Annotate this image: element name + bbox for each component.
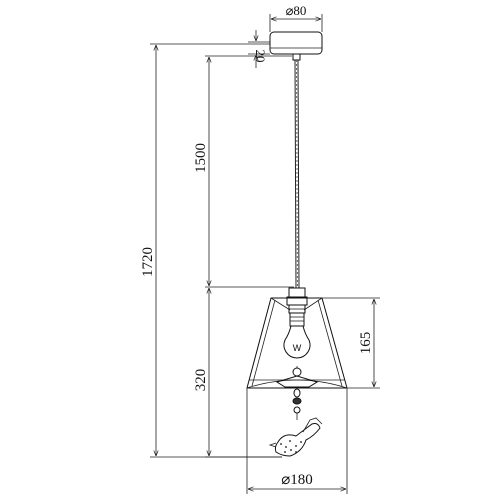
suspension-cord (294, 59, 300, 289)
shade-diameter-label: ⌀180 (281, 472, 313, 488)
lamp-shade (246, 297, 348, 389)
shade-height-dimension: 165 (322, 297, 380, 389)
cord-length-dimension: 1500 (193, 57, 209, 286)
canopy-height-dimension: 20 (248, 30, 270, 68)
canopy-diameter-dimension: ⌀80 (269, 3, 323, 32)
bulb-label: W (293, 343, 302, 353)
shade-diameter-dimension: ⌀180 (246, 388, 348, 494)
total-height-label: 1720 (140, 247, 156, 277)
cord-length-label: 1500 (193, 143, 209, 173)
lamp-height-label: 320 (193, 369, 209, 392)
light-bulb: W (283, 325, 311, 359)
bulb-socket (286, 287, 308, 327)
bird-perch-ornament (275, 366, 319, 420)
bird-figure (268, 417, 323, 457)
lamp-height-dimension: 320 (193, 288, 209, 456)
shade-height-label: 165 (358, 332, 374, 355)
total-height-dimension: 1720 (140, 45, 156, 456)
ceiling-canopy (269, 31, 323, 61)
canopy-diameter-label: ⌀80 (286, 3, 307, 18)
